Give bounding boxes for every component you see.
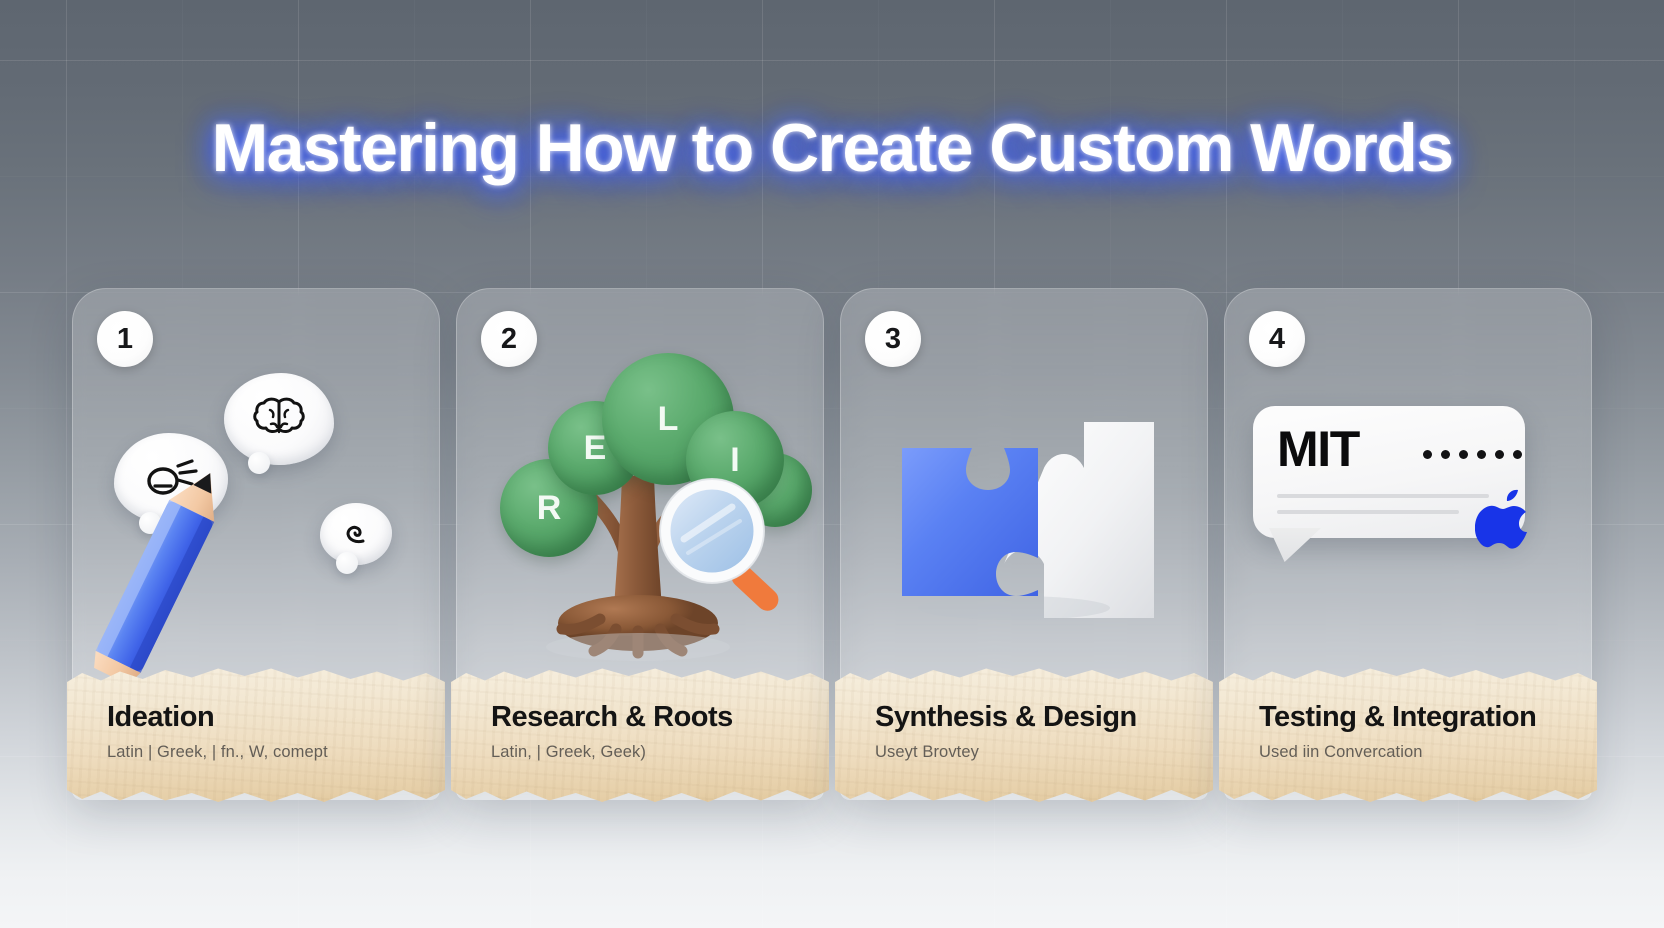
card-research-roots[interactable]: 2 [451,288,829,802]
card-subtitle: Latin | Greek, | fn., W, comept [107,742,328,761]
thought-bubble-brain [224,373,334,474]
card-label-parchment: Research & Roots Latin, | Greek, Geek) [451,668,829,802]
page-title: Mastering How to Create Custom Words Mas… [0,110,1664,186]
apple-logo-icon [1474,482,1537,552]
card-subtitle: Used iin Convercation [1259,742,1423,761]
pencil-icon [77,455,244,694]
thought-bubble-spiral [320,503,392,574]
card-testing-integration[interactable]: 4 MIT [1219,288,1597,802]
speech-bubble-word: MIT [1277,421,1360,477]
spiral-icon [339,519,373,549]
card-synthesis-design[interactable]: 3 [835,288,1213,802]
card-title: Testing & Integration [1259,701,1537,733]
brain-icon [250,396,308,442]
card-illustration-research: R E L I [457,345,823,661]
card-illustration-ideation [73,345,439,685]
magnifier-icon [658,477,788,611]
card-illustration-synthesis [841,345,1207,657]
card-label-parchment: Ideation Latin | Greek, | fn., W, comept [67,668,445,802]
card-label-parchment: Testing & Integration Used iin Convercat… [1219,668,1597,802]
page-title-glow: Mastering How to Create Custom Words [211,110,1454,186]
card-number-badge: 1 [97,311,153,367]
card-illustration-testing: MIT [1225,345,1591,657]
card-number-badge: 2 [481,311,537,367]
ellipsis-dots [1423,450,1522,459]
card-title: Ideation [107,701,215,733]
card-ideation[interactable]: 1 [67,288,445,802]
card-number-badge: 4 [1249,311,1305,367]
lightbulb-icon [144,458,198,500]
card-subtitle: Latin, | Greek, Geek) [491,742,646,761]
card-number-badge: 3 [865,311,921,367]
card-label-parchment: Synthesis & Design Useyt Brovtey [835,668,1213,802]
card-title: Research & Roots [491,701,733,733]
card-list: 1 [67,288,1597,802]
page-title-text: Mastering How to Create Custom Words [211,110,1454,186]
card-title: Synthesis & Design [875,701,1137,733]
card-subtitle: Useyt Brovtey [875,742,979,761]
text-lines [1277,494,1489,526]
